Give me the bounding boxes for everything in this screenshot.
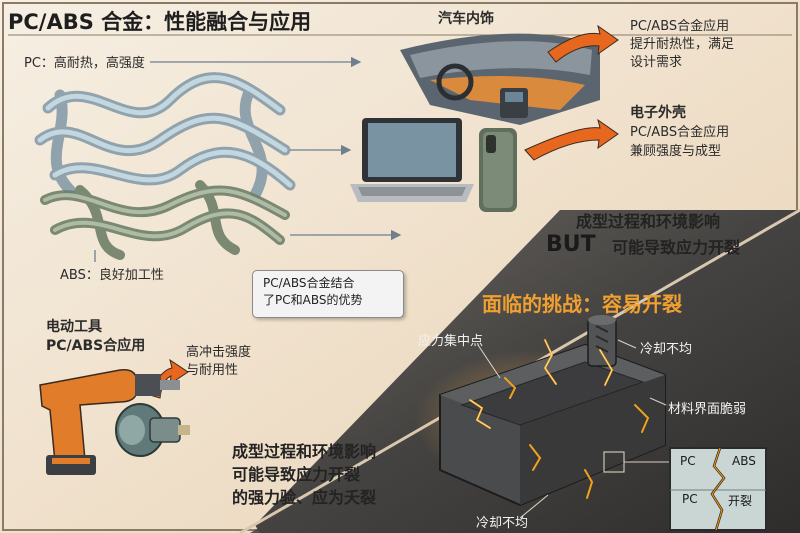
but-word: BUT xyxy=(546,232,596,257)
pc-chain-5 xyxy=(239,84,268,201)
inset-pc-bottom: PC xyxy=(682,492,698,506)
laptop-illustration xyxy=(350,118,474,202)
power-tools-benefit-2: 与耐用性 xyxy=(186,363,239,378)
automotive-caption: PC/ABS合金应用 提升耐热性，满足 设计需求 xyxy=(630,18,734,72)
but-line-2: 可能导致应力开裂 xyxy=(612,238,741,257)
inset-abs: ABS xyxy=(732,454,756,468)
challenge-title: 面临的挑战：容易开裂 xyxy=(482,292,682,316)
uneven-cooling-top-label: 冷却不均 xyxy=(640,342,693,357)
stress-point-label: 应力集中点 xyxy=(418,334,484,349)
arrow-automotive xyxy=(547,24,619,63)
screw-boss xyxy=(587,317,617,367)
automotive-line-1: PC/ABS合金应用 xyxy=(630,19,730,34)
fusion-note-line-2: 了PC和ABS的优势 xyxy=(263,293,363,307)
arrow-electronics xyxy=(524,118,619,161)
pc-label: PC：高耐热，高强度 xyxy=(24,56,145,71)
bottom-text-block: 成型过程和环境影响 可能导致应力开裂 的强力验、应为夭裂 xyxy=(232,440,376,509)
automotive-line-2: 提升耐热性，满足 xyxy=(630,37,735,52)
power-tools-line-2: PC/ABS合应用 xyxy=(46,338,146,354)
page-title: PC/ABS 合金：性能融合与应用 xyxy=(8,10,312,34)
automotive-line-3: 设计需求 xyxy=(630,55,683,70)
but-line-1: 成型过程和环境影响 xyxy=(576,212,721,231)
fusion-note-line-1: PC/ABS合金结合 xyxy=(263,276,355,290)
electronics-line-3: 兼顾强度与成型 xyxy=(630,144,722,159)
uneven-cooling-bottom-label: 冷却不均 xyxy=(476,516,529,531)
car-interior-illustration xyxy=(400,33,600,125)
inset-crack-label: 开裂 xyxy=(728,494,753,508)
inset-pc-top: PC xyxy=(680,454,696,468)
electronics-caption: 电子外壳 PC/ABS合金应用 兼顾强度与成型 xyxy=(630,104,729,161)
electronics-line-2: PC/ABS合金应用 xyxy=(630,125,730,140)
pointer-lines xyxy=(94,56,402,262)
automotive-heading: 汽车内饰 xyxy=(438,11,494,27)
steering-wheel xyxy=(436,63,474,101)
power-tools-heading: 电动工具 xyxy=(46,319,102,335)
abs-label: ABS：良好加工性 xyxy=(60,268,164,283)
cracked-part-illustration xyxy=(415,315,666,507)
interface-inset xyxy=(669,447,767,531)
fusion-note-ribbon: PC/ABS合金结合 了PC和ABS的优势 xyxy=(252,270,404,318)
bottom-text-line-3: 的强力验、应为夭裂 xyxy=(232,488,377,507)
power-tools-caption: 电动工具 PC/ABS合应用 xyxy=(46,318,145,356)
power-tools-benefit: 高冲击强度 与耐用性 xyxy=(186,344,251,380)
power-tools-benefit-1: 高冲击强度 xyxy=(186,345,252,360)
bottom-text-line-1: 成型过程和环境影响 xyxy=(232,442,377,461)
polymer-chains-illustration xyxy=(34,72,296,260)
power-drill-illustration xyxy=(39,368,180,475)
challenge-pointers xyxy=(477,339,670,519)
bottom-text-line-2: 可能导致应力开裂 xyxy=(232,465,361,484)
interface-weak-label: 材料界面脆弱 xyxy=(668,402,747,417)
phone-illustration xyxy=(479,128,517,212)
motor-part-illustration xyxy=(115,403,190,457)
pc-chain-4 xyxy=(50,89,76,196)
electronics-heading: 电子外壳 xyxy=(630,105,686,121)
